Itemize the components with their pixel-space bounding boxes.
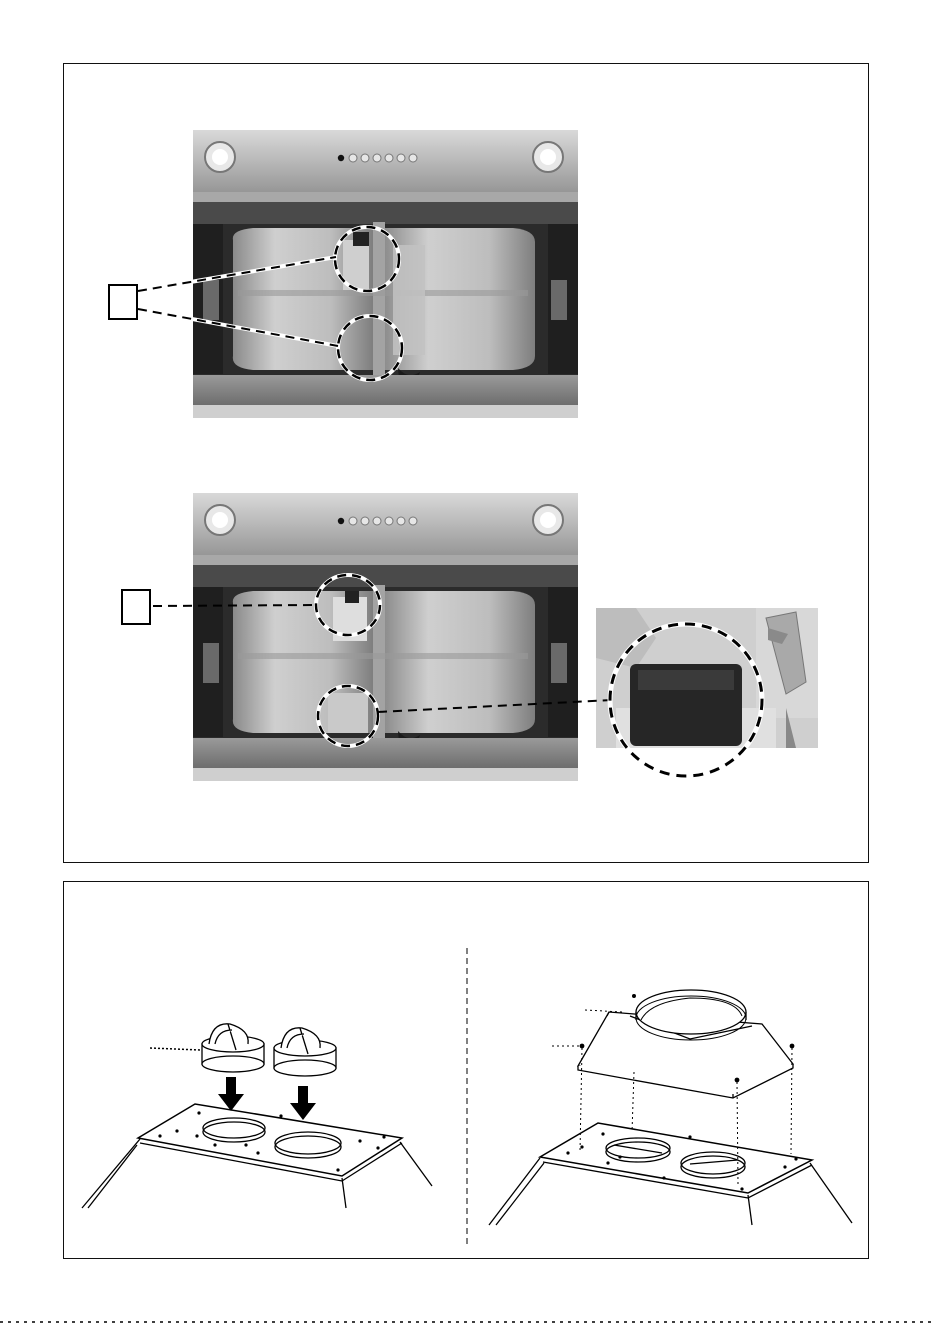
hood-photo-2 xyxy=(193,493,578,781)
callout-box-1 xyxy=(108,284,138,320)
hood-photo-2-image xyxy=(193,493,578,781)
hood-photo-1-image xyxy=(193,130,578,418)
callout-box-2 xyxy=(121,589,151,625)
hood-photo-1 xyxy=(193,130,578,418)
bottom-figure-panel xyxy=(63,881,869,1259)
inset-zoom-photo xyxy=(596,608,818,748)
